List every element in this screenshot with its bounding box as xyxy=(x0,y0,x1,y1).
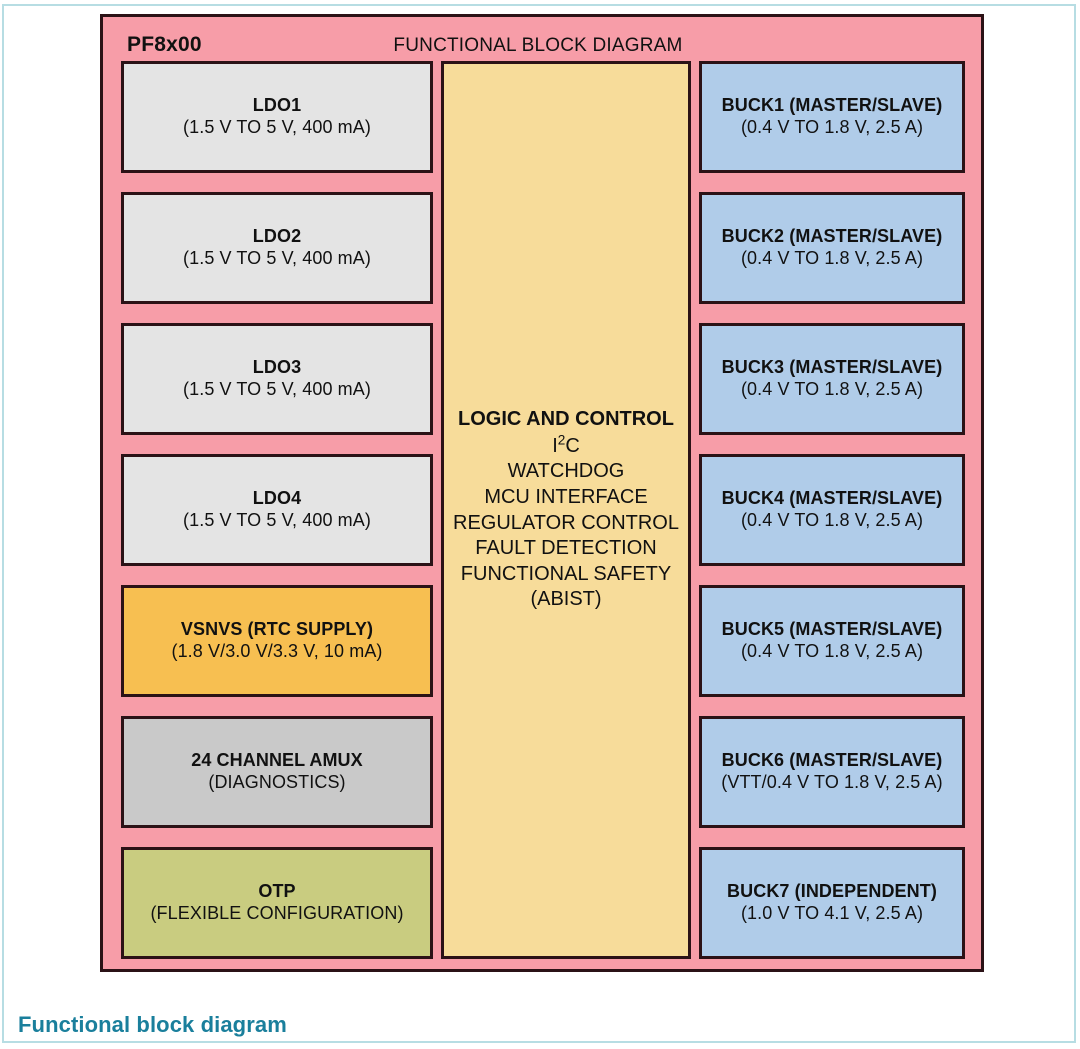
left-ldo4-block: LDO4(1.5 V TO 5 V, 400 mA) xyxy=(121,454,433,566)
block-title: BUCK3 (MASTER/SLAVE) xyxy=(721,357,943,378)
left-block-column: LDO1(1.5 V TO 5 V, 400 mA)LDO2(1.5 V TO … xyxy=(121,61,433,959)
logic-block-heading: LOGIC AND CONTROL xyxy=(458,408,674,431)
block-subtitle: (1.5 V TO 5 V, 400 mA) xyxy=(183,510,371,530)
logic-block-line-fault-detection: FAULT DETECTION xyxy=(475,537,657,560)
logic-block-line-watchdog: WATCHDOG xyxy=(507,460,625,483)
block-subtitle: (0.4 V TO 1.8 V, 2.5 A) xyxy=(740,641,924,661)
block-title: BUCK2 (MASTER/SLAVE) xyxy=(721,226,943,247)
logic-and-control-block: LOGIC AND CONTROL I2C WATCHDOG MCU INTER… xyxy=(441,61,691,959)
right-buck5-master-slave-block: BUCK5 (MASTER/SLAVE)(0.4 V TO 1.8 V, 2.5… xyxy=(699,585,965,697)
block-title: BUCK4 (MASTER/SLAVE) xyxy=(721,488,943,509)
block-title: BUCK7 (INDEPENDENT) xyxy=(727,881,937,902)
i2c-prefix: I xyxy=(552,434,558,457)
diagram-heading-label: FUNCTIONAL BLOCK DIAGRAM xyxy=(393,35,683,56)
block-subtitle: (DIAGNOSTICS) xyxy=(208,772,346,792)
right-buck6-master-slave-block: BUCK6 (MASTER/SLAVE)(VTT/0.4 V TO 1.8 V,… xyxy=(699,716,965,828)
left-ldo3-block: LDO3(1.5 V TO 5 V, 400 mA) xyxy=(121,323,433,435)
chip-name-label: PF8x00 xyxy=(127,33,202,56)
left-ldo1-block: LDO1(1.5 V TO 5 V, 400 mA) xyxy=(121,61,433,173)
left-vsnvs-rtc-supply-block: VSNVS (RTC SUPPLY)(1.8 V/3.0 V/3.3 V, 10… xyxy=(121,585,433,697)
block-title: LDO1 xyxy=(252,95,302,116)
chip-block-diagram-container: PF8x00 FUNCTIONAL BLOCK DIAGRAM LDO1(1.5… xyxy=(100,14,984,972)
block-subtitle: (1.5 V TO 5 V, 400 mA) xyxy=(183,248,371,268)
block-title: LDO3 xyxy=(252,357,302,378)
block-subtitle: (1.0 V TO 4.1 V, 2.5 A) xyxy=(740,903,924,923)
left-ldo2-block: LDO2(1.5 V TO 5 V, 400 mA) xyxy=(121,192,433,304)
block-subtitle: (1.8 V/3.0 V/3.3 V, 10 mA) xyxy=(171,641,383,661)
right-buck1-master-slave-block: BUCK1 (MASTER/SLAVE)(0.4 V TO 1.8 V, 2.5… xyxy=(699,61,965,173)
block-subtitle: (0.4 V TO 1.8 V, 2.5 A) xyxy=(740,248,924,268)
right-buck3-master-slave-block: BUCK3 (MASTER/SLAVE)(0.4 V TO 1.8 V, 2.5… xyxy=(699,323,965,435)
block-title: VSNVS (RTC SUPPLY) xyxy=(180,619,374,640)
figure-caption: Functional block diagram xyxy=(18,1012,287,1037)
logic-block-line-mcu-interface: MCU INTERFACE xyxy=(484,485,648,508)
block-title: BUCK1 (MASTER/SLAVE) xyxy=(721,95,943,116)
block-title: LDO4 xyxy=(252,488,302,509)
block-title: LDO2 xyxy=(252,226,302,247)
block-subtitle: (1.5 V TO 5 V, 400 mA) xyxy=(183,379,371,399)
logic-block-line-functional-safety: FUNCTIONAL SAFETY xyxy=(460,562,672,585)
block-title: 24 CHANNEL AMUX xyxy=(191,750,363,771)
block-title: OTP xyxy=(258,881,296,902)
page-frame: PF8x00 FUNCTIONAL BLOCK DIAGRAM LDO1(1.5… xyxy=(2,4,1076,1043)
right-block-column: BUCK1 (MASTER/SLAVE)(0.4 V TO 1.8 V, 2.5… xyxy=(699,61,965,959)
block-subtitle: (1.5 V TO 5 V, 400 mA) xyxy=(183,117,371,137)
logic-block-line-regulator-control: REGULATOR CONTROL xyxy=(453,511,679,534)
block-subtitle: (0.4 V TO 1.8 V, 2.5 A) xyxy=(740,117,924,137)
logic-block-line-i2c: I2C xyxy=(552,432,580,460)
block-subtitle: (VTT/0.4 V TO 1.8 V, 2.5 A) xyxy=(721,772,943,792)
block-subtitle: (0.4 V TO 1.8 V, 2.5 A) xyxy=(740,379,924,399)
right-buck2-master-slave-block: BUCK2 (MASTER/SLAVE)(0.4 V TO 1.8 V, 2.5… xyxy=(699,192,965,304)
logic-block-line-abist: (ABIST) xyxy=(530,588,602,611)
i2c-suffix: C xyxy=(565,434,580,457)
left-otp-block: OTP(FLEXIBLE CONFIGURATION) xyxy=(121,847,433,959)
right-buck4-master-slave-block: BUCK4 (MASTER/SLAVE)(0.4 V TO 1.8 V, 2.5… xyxy=(699,454,965,566)
center-block-column: LOGIC AND CONTROL I2C WATCHDOG MCU INTER… xyxy=(441,61,691,959)
block-title: BUCK6 (MASTER/SLAVE) xyxy=(721,750,943,771)
block-subtitle: (FLEXIBLE CONFIGURATION) xyxy=(150,903,404,923)
block-title: BUCK5 (MASTER/SLAVE) xyxy=(721,619,943,640)
i2c-superscript: 2 xyxy=(557,432,566,448)
left-24-channel-amux-block: 24 CHANNEL AMUX(DIAGNOSTICS) xyxy=(121,716,433,828)
block-subtitle: (0.4 V TO 1.8 V, 2.5 A) xyxy=(740,510,924,530)
right-buck7-independent-block: BUCK7 (INDEPENDENT)(1.0 V TO 4.1 V, 2.5 … xyxy=(699,847,965,959)
